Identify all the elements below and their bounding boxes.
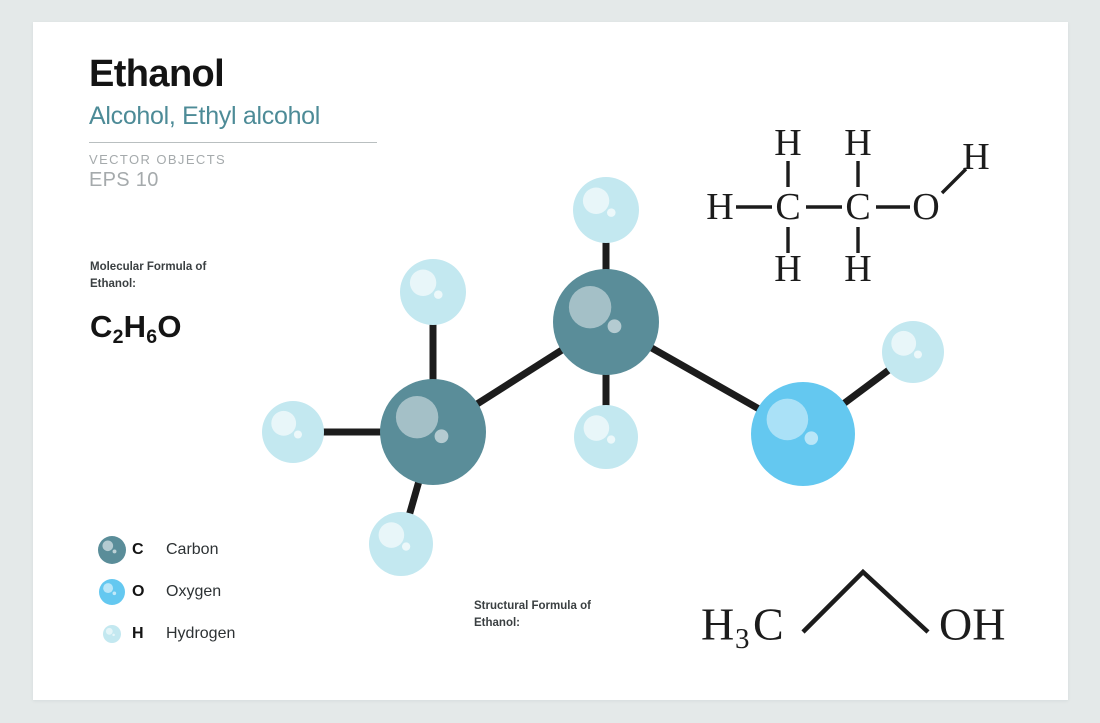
skeletal-carbon-chain [801, 568, 930, 634]
atom-h2-hydrogen [262, 401, 324, 463]
displayed-formula-atom-label: H [962, 136, 989, 178]
content-card: Ethanol Alcohol, Ethyl alcohol VECTOR OB… [33, 22, 1068, 700]
svg-text:H: H [701, 599, 734, 650]
bond-o-h [940, 167, 968, 195]
molecular-formula-caption-line2: Ethanol: [90, 277, 136, 290]
displayed-formula-atom-label: C [775, 186, 800, 228]
structural-formula-caption-line2: Ethanol: [474, 616, 520, 629]
bond-C1-C2 [431, 319, 608, 435]
displayed-formula-atom-label: H [774, 248, 801, 290]
displayed-formula-atom-label: H [774, 122, 801, 164]
skeletal-right-label: OH [939, 599, 1005, 650]
legend-symbol: C [132, 541, 144, 558]
legend-dot-hydrogen-icon [92, 623, 132, 645]
formula-symbol: H [123, 309, 147, 345]
displayed-formula-atom-label: H [844, 248, 871, 290]
legend-symbol: H [132, 625, 144, 642]
atom-h5-hydrogen [574, 405, 638, 469]
displayed-formula-atom-label: H [844, 122, 871, 164]
atom-c2-carbon [553, 269, 659, 375]
formula-symbol: C [90, 309, 113, 345]
eps-version-label: EPS 10 [89, 168, 159, 191]
legend-item-oxygen: O Oxygen [92, 571, 322, 613]
atom-c1-carbon [380, 379, 486, 485]
bond-C2-O1 [604, 318, 805, 438]
displayed-formula-atom-label: H [706, 186, 733, 228]
header: Ethanol Alcohol, Ethyl alcohol VECTOR OB… [89, 53, 389, 192]
displayed-formula-atom-label: O [912, 186, 939, 228]
atom-h1-hydrogen [400, 259, 466, 325]
header-divider [89, 141, 377, 143]
atom-o1-oxygen [751, 382, 855, 486]
legend-label: Oxygen [166, 583, 222, 600]
structural-formula-caption: Structural Formula of Ethanol: [474, 598, 664, 631]
formula-subscript: 2 [112, 326, 124, 349]
molecular-formula-value: C2H6O [90, 309, 310, 349]
atom-h6-hydrogen [882, 321, 944, 383]
displayed-formula-atom-label: C [845, 186, 870, 228]
atom-h3-hydrogen [369, 512, 433, 576]
legend-item-hydrogen: H Hydrogen [92, 613, 322, 655]
page-title: Ethanol [89, 53, 225, 95]
formula-subscript: 6 [146, 326, 158, 349]
atom-h4-hydrogen [573, 177, 639, 243]
bond-C1-H3 [397, 431, 437, 545]
legend-symbol: O [132, 583, 145, 600]
page-subtitle: Alcohol, Ethyl alcohol [89, 101, 321, 130]
legend-label: Hydrogen [166, 625, 236, 642]
vector-objects-label: VECTOR OBJECTS [89, 151, 227, 167]
svg-text:C: C [753, 599, 784, 650]
structural-formula-caption-line1: Structural Formula of [474, 600, 591, 612]
molecular-formula-caption: Molecular Formula of Ethanol: [90, 259, 310, 292]
legend-label: Carbon [166, 541, 219, 558]
molecular-formula-block: Molecular Formula of Ethanol: C2H6O [90, 259, 310, 349]
formula-symbol: O [157, 309, 182, 345]
svg-text:3: 3 [735, 623, 750, 655]
legend-item-carbon: C Carbon [92, 529, 322, 571]
ball-and-stick-model [262, 177, 944, 576]
bond-O1-H6 [800, 349, 916, 437]
legend-dot-oxygen-icon [92, 577, 132, 607]
molecular-formula-caption-line1: Molecular Formula of [90, 261, 207, 273]
legend-dot-carbon-icon [92, 534, 132, 566]
